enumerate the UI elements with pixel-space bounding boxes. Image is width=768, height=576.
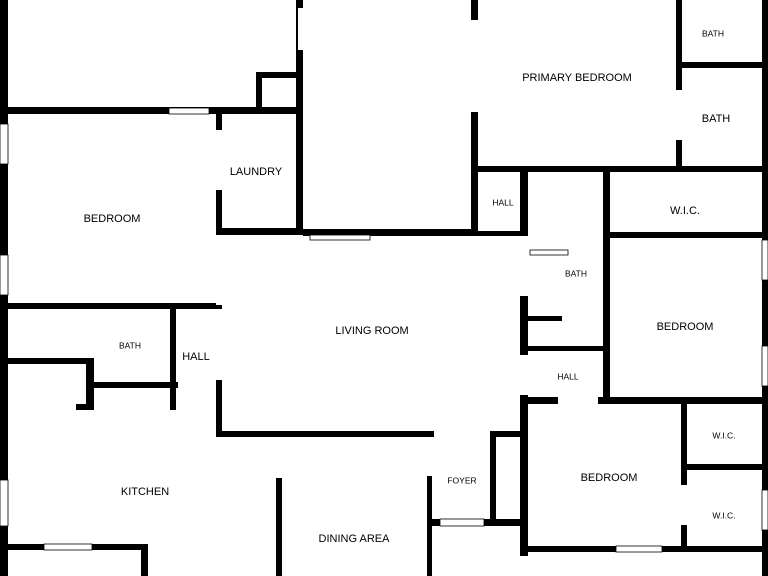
- room-label-wic-upper: W.I.C.: [712, 430, 735, 440]
- room-label-bath-center: BATH: [565, 268, 587, 278]
- room-label-bedroom-bottom: BEDROOM: [581, 472, 638, 484]
- room-label-bath-primary: BATH: [702, 113, 731, 125]
- room-label-wic-right: W.I.C.: [670, 205, 700, 217]
- room-labels: PRIMARY BEDROOM BATH BATH LAUNDRY BEDROO…: [84, 28, 736, 545]
- room-label-kitchen: KITCHEN: [121, 486, 169, 498]
- openings: [216, 8, 687, 525]
- room-label-bedroom-right: BEDROOM: [657, 321, 714, 333]
- room-label-hall-center: HALL: [557, 371, 579, 381]
- room-label-hall-left: HALL: [182, 351, 210, 363]
- windows: [0, 107, 768, 553]
- room-label-hall-top: HALL: [492, 197, 514, 207]
- room-label-primary-bedroom: PRIMARY BEDROOM: [522, 72, 632, 84]
- room-label-bedroom-left: BEDROOM: [84, 213, 141, 225]
- room-label-living-room: LIVING ROOM: [335, 325, 408, 337]
- room-label-laundry: LAUNDRY: [230, 166, 283, 178]
- room-label-wic-lower: W.I.C.: [712, 510, 735, 520]
- room-label-bath-left: BATH: [119, 340, 141, 350]
- room-label-bath-top: BATH: [702, 28, 724, 38]
- room-label-foyer: FOYER: [447, 475, 476, 485]
- room-label-dining-area: DINING AREA: [319, 533, 391, 545]
